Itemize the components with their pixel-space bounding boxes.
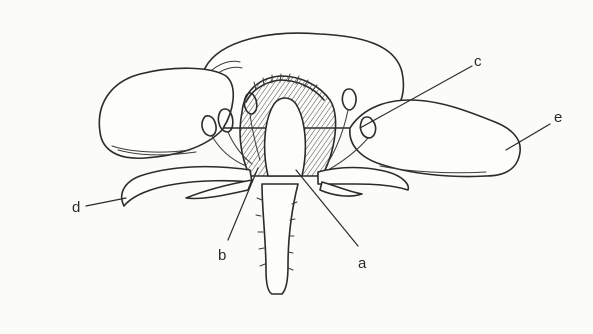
label-e: e: [554, 109, 562, 126]
sepal-left-lower: [186, 180, 252, 199]
ovary: [265, 98, 306, 176]
petal-left: [99, 68, 233, 158]
pedicel: [262, 184, 298, 294]
label-a: a: [358, 255, 367, 272]
leader-d: [86, 198, 126, 206]
label-b: b: [218, 247, 226, 264]
label-c: c: [474, 53, 482, 70]
label-d: d: [72, 199, 80, 216]
petal-right: [350, 100, 520, 177]
